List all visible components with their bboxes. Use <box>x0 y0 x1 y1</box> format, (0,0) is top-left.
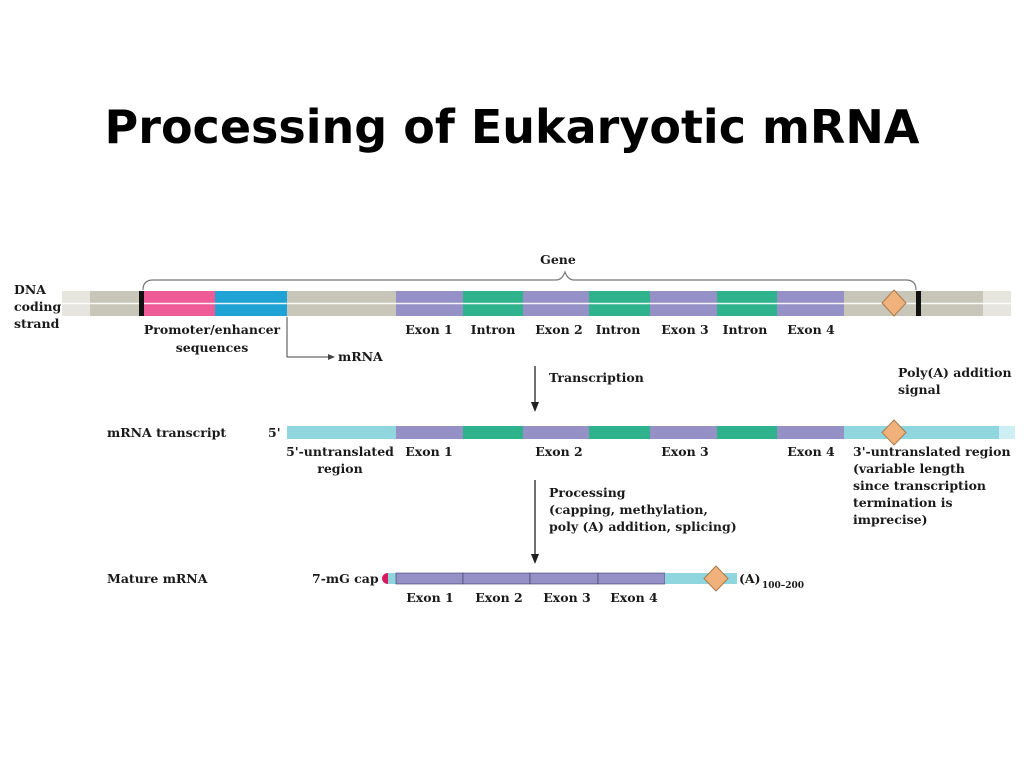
transcript-intron-2 <box>589 426 650 439</box>
transcript-label-exon-3: Exon 3 <box>661 444 708 459</box>
transcript-exon-4 <box>777 426 844 439</box>
five-utr-label-line-2: region <box>317 461 362 476</box>
dna-label-line-3: strand <box>14 316 60 331</box>
transcription-start-arrowhead <box>328 354 335 360</box>
mrna-transcript <box>287 419 1015 446</box>
transcript-label: mRNA transcript <box>107 425 226 440</box>
transcription-start-arrow <box>286 317 330 358</box>
polya-tail-label: (A) <box>739 571 761 586</box>
polya-signal-label-line-1: Poly(A) addition <box>898 365 1012 380</box>
mature-5utr <box>388 573 396 584</box>
cap-label: 7-mG cap <box>312 571 379 586</box>
transcript-3utr <box>844 426 999 439</box>
dna-label-exon-2: Exon 2 <box>535 322 582 337</box>
transcript-intron-1 <box>463 426 523 439</box>
slide-title: Processing of Eukaryotic mRNA <box>104 100 920 154</box>
promoter-label-line-2: sequences <box>176 340 248 355</box>
mature-exon-3 <box>529 572 599 585</box>
mature-label-exon-1: Exon 1 <box>406 590 453 605</box>
processing-arrowhead <box>531 554 539 564</box>
mature-mrna <box>382 565 737 592</box>
mature-label-exon-4: Exon 4 <box>610 590 658 605</box>
promoter-label-line-1: Promoter/enhancer <box>144 322 281 337</box>
processing-label-line-1: Processing <box>549 485 626 500</box>
gene-end-mark <box>916 291 921 316</box>
gene-start-mark <box>139 291 144 316</box>
gene-bracket <box>142 270 917 291</box>
three-utr-label-line-3: since transcription <box>853 478 986 493</box>
polya-tail-sub: 100–200 <box>762 581 804 591</box>
dna-coding-strand <box>62 289 1011 317</box>
three-utr-label-line-4: termination is <box>853 495 953 510</box>
transcription-label: Transcription <box>549 370 644 385</box>
mature-exon-2 <box>462 572 531 585</box>
transcript-label-exon-4: Exon 4 <box>787 444 835 459</box>
dna-label-intron-2: Intron <box>596 322 641 337</box>
transcript-polya-signal-diamond <box>881 419 907 446</box>
mature-exon-4 <box>597 572 666 585</box>
three-utr-label-line-5: imprecise) <box>853 512 928 527</box>
dna-label-line-1: DNA <box>14 282 46 297</box>
three-utr-label-line-2: (variable length <box>853 461 965 476</box>
dna-label-intron-3: Intron <box>723 322 768 337</box>
three-utr-label-line-1: 3'-untranslated region <box>853 444 1011 459</box>
dna-label-intron-1: Intron <box>471 322 516 337</box>
transcript-exon-2 <box>523 426 589 439</box>
transcript-label-exon-2: Exon 2 <box>535 444 582 459</box>
dna-label-line-2: coding <box>14 299 62 314</box>
dna-label-exon-3: Exon 3 <box>661 322 708 337</box>
transcript-exon-1 <box>396 426 463 439</box>
mature-label: Mature mRNA <box>107 571 208 586</box>
five-prime-label: 5' <box>268 425 281 440</box>
gene-label: Gene <box>540 252 576 267</box>
polya-signal-label-line-2: signal <box>898 382 941 397</box>
transcript-exon-3 <box>650 426 717 439</box>
mrna-arrow-label: mRNA <box>338 349 383 364</box>
transcript-3utr-fade <box>999 426 1015 439</box>
processing-label-line-2: (capping, methylation, <box>549 502 708 517</box>
transcript-intron-3 <box>717 426 777 439</box>
transcript-label-exon-1: Exon 1 <box>405 444 452 459</box>
dna-label-exon-1: Exon 1 <box>405 322 452 337</box>
transcription-arrowhead <box>531 402 539 412</box>
dna-label-exon-4: Exon 4 <box>787 322 835 337</box>
transcript-5utr <box>287 426 396 439</box>
polya-signal-diamond <box>881 289 907 317</box>
mature-label-exon-2: Exon 2 <box>475 590 522 605</box>
mature-polya-signal-diamond <box>703 565 729 592</box>
mature-3utr <box>665 573 737 584</box>
mature-label-exon-3: Exon 3 <box>543 590 590 605</box>
mature-exon-1 <box>395 572 464 585</box>
processing-label-line-3: poly (A) addition, splicing) <box>549 519 737 534</box>
five-utr-label-line-1: 5'-untranslated <box>286 444 394 459</box>
cap-shape <box>382 573 388 584</box>
